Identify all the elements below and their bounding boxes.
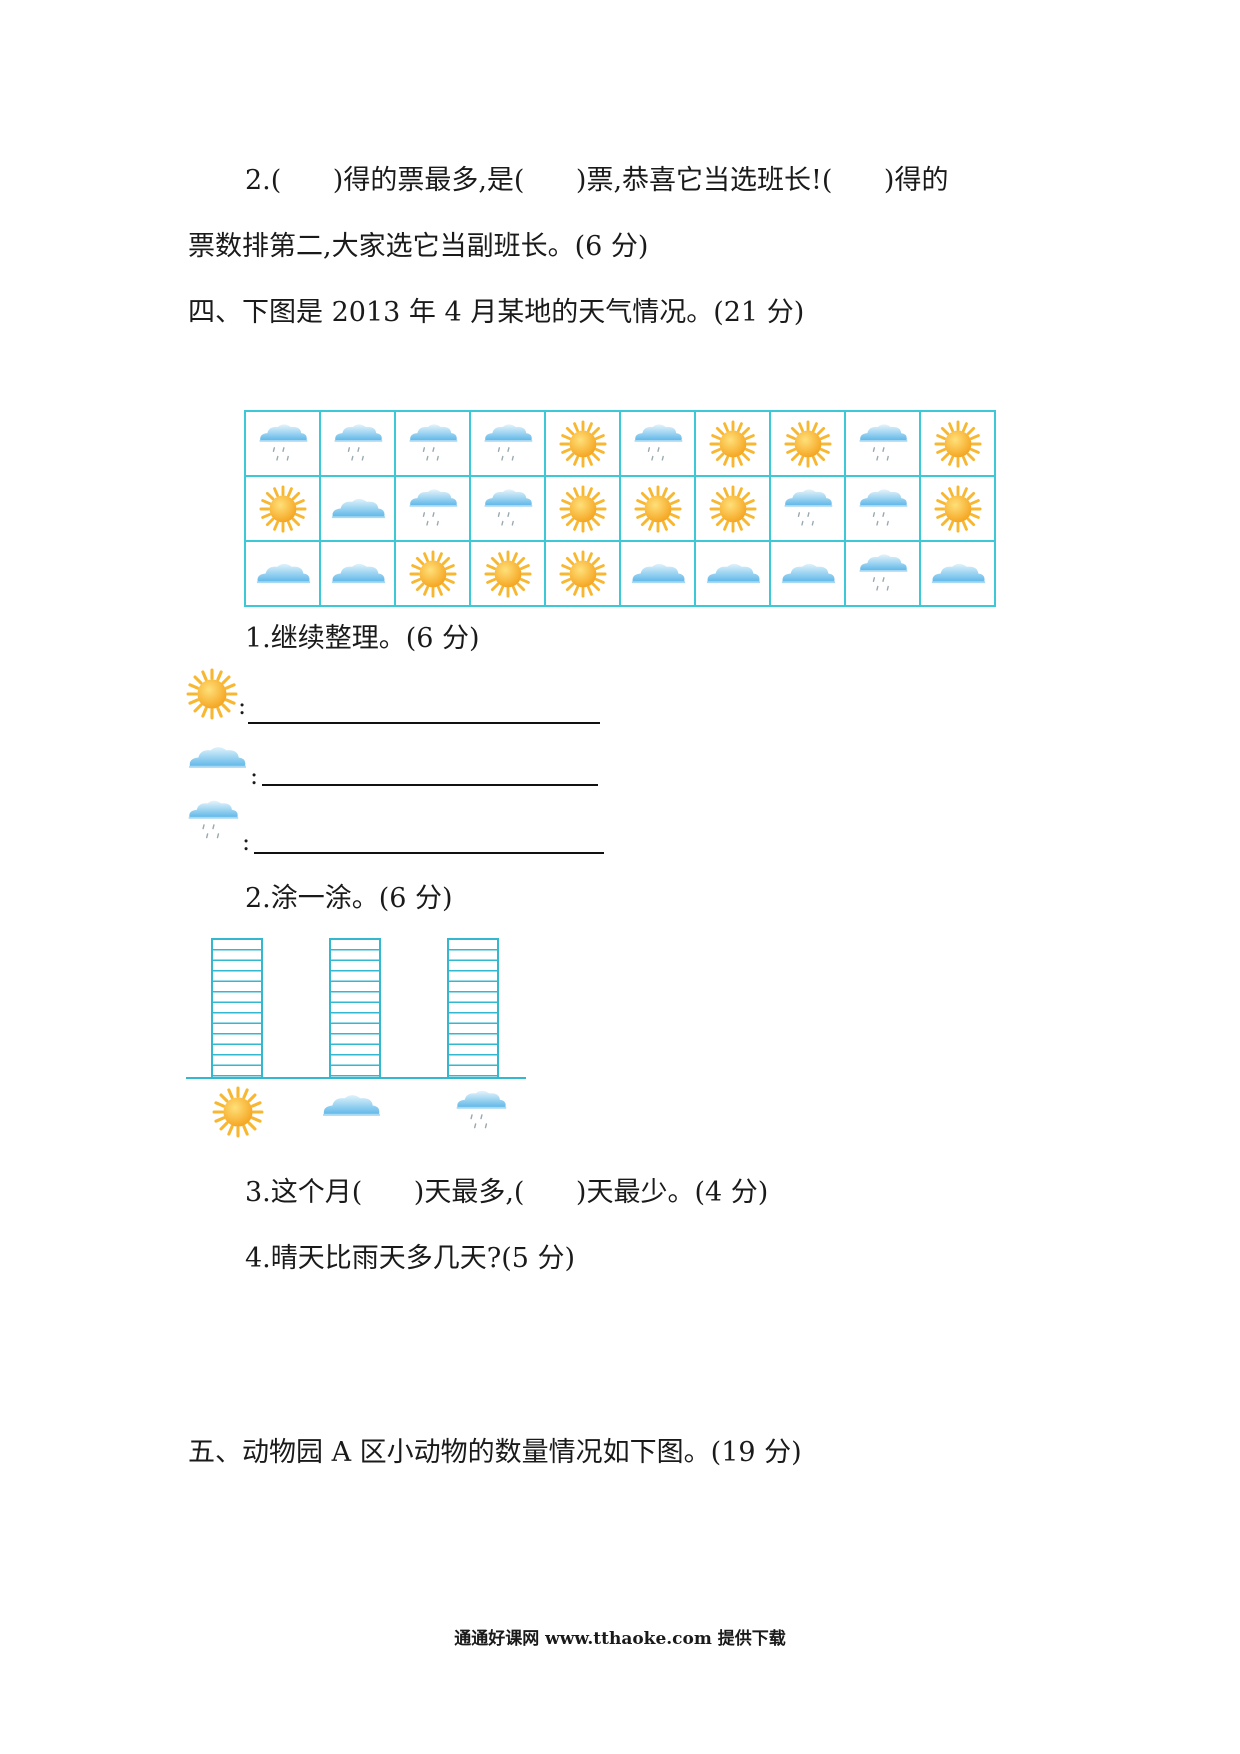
sun-icon xyxy=(186,668,238,720)
weather-cell xyxy=(394,540,471,607)
sun-icon xyxy=(921,484,994,533)
footer: 通通好课网 www.tthaoke.com 提供下载 xyxy=(454,1629,786,1649)
weather-cell xyxy=(769,540,846,607)
sun-icon xyxy=(546,419,619,468)
weather-cell xyxy=(919,540,996,607)
q4-4-text: 4.晴天比雨天多几天?(5 分) xyxy=(245,1243,576,1274)
rain-icon xyxy=(186,796,240,845)
cloud-icon xyxy=(696,559,769,588)
rain-icon xyxy=(846,550,919,597)
weather-cell xyxy=(244,540,321,607)
weather-cell xyxy=(394,475,471,542)
weather-cell xyxy=(319,475,396,542)
rain-icon xyxy=(771,485,844,532)
weather-cell xyxy=(694,410,771,477)
weather-cell xyxy=(469,540,546,607)
weather-cell xyxy=(244,475,321,542)
sun-icon xyxy=(771,419,844,468)
sun-icon xyxy=(246,484,319,533)
sun-icon xyxy=(471,549,544,598)
rain-icon xyxy=(454,1086,508,1135)
weather-cell xyxy=(319,540,396,607)
q3-2-line2: 票数排第二,大家选它当副班长。(6 分) xyxy=(188,231,649,262)
section4-title: 四、下图是 2013 年 4 月某地的天气情况。(21 分) xyxy=(188,297,805,328)
weather-cell xyxy=(469,410,546,477)
weather-cell xyxy=(469,475,546,542)
sun-icon xyxy=(212,1086,264,1138)
cloud-icon xyxy=(921,559,994,588)
weather-cell xyxy=(694,540,771,607)
weather-cell xyxy=(544,540,621,607)
weather-cell xyxy=(844,540,921,607)
weather-cell xyxy=(244,410,321,477)
weather-cell xyxy=(544,410,621,477)
weather-cell xyxy=(769,475,846,542)
q4-2-text: 2.涂一涂。(6 分) xyxy=(245,883,453,914)
sun-icon xyxy=(546,484,619,533)
cloud-icon xyxy=(771,559,844,588)
q4-1-text: 1.继续整理。(6 分) xyxy=(245,623,480,654)
weather-cell xyxy=(694,475,771,542)
sun-icon xyxy=(696,419,769,468)
weather-cell xyxy=(319,410,396,477)
tally-colon: : xyxy=(238,692,247,720)
answer-line[interactable] xyxy=(254,852,604,854)
cloud-icon xyxy=(621,559,694,588)
weather-cell xyxy=(844,475,921,542)
answer-line[interactable] xyxy=(262,784,598,786)
rain-icon xyxy=(621,420,694,467)
sun-icon xyxy=(921,419,994,468)
bar-column-rain[interactable] xyxy=(447,938,499,1079)
section5-title: 五、动物园 A 区小动物的数量情况如下图。(19 分) xyxy=(188,1437,802,1468)
cloud-icon xyxy=(320,1090,382,1121)
weather-row xyxy=(244,475,996,542)
cloud-icon xyxy=(246,559,319,588)
cloud-icon xyxy=(186,742,248,773)
coloring-chart xyxy=(186,938,526,1138)
weather-cell xyxy=(769,410,846,477)
weather-cell xyxy=(619,540,696,607)
tally-colon: : xyxy=(250,762,259,790)
rain-icon xyxy=(471,420,544,467)
rain-icon xyxy=(396,485,469,532)
rain-icon xyxy=(321,420,394,467)
bar-column-cloud[interactable] xyxy=(329,938,381,1079)
weather-row xyxy=(244,540,996,607)
weather-cell xyxy=(919,475,996,542)
weather-cell xyxy=(544,475,621,542)
weather-cell xyxy=(619,475,696,542)
weather-cell xyxy=(619,410,696,477)
sun-icon xyxy=(696,484,769,533)
cloud-icon xyxy=(321,559,394,588)
rain-icon xyxy=(246,420,319,467)
rain-icon xyxy=(846,485,919,532)
q4-3-text: 3.这个月( )天最多,( )天最少。(4 分) xyxy=(245,1177,769,1208)
sun-icon xyxy=(396,549,469,598)
answer-line[interactable] xyxy=(248,722,600,724)
tally-colon: : xyxy=(242,828,251,856)
weather-cell xyxy=(844,410,921,477)
cloud-icon xyxy=(321,494,394,523)
rain-icon xyxy=(396,420,469,467)
weather-cell xyxy=(394,410,471,477)
weather-row xyxy=(244,410,996,477)
rain-icon xyxy=(846,420,919,467)
q3-2-line1: 2.( )得的票最多,是( )票,恭喜它当选班长!( )得的 xyxy=(245,165,949,196)
weather-cell xyxy=(919,410,996,477)
weather-grid xyxy=(244,410,996,607)
rain-icon xyxy=(471,485,544,532)
chart-baseline xyxy=(186,1077,526,1079)
bar-column-sun[interactable] xyxy=(211,938,263,1079)
sun-icon xyxy=(621,484,694,533)
sun-icon xyxy=(546,549,619,598)
